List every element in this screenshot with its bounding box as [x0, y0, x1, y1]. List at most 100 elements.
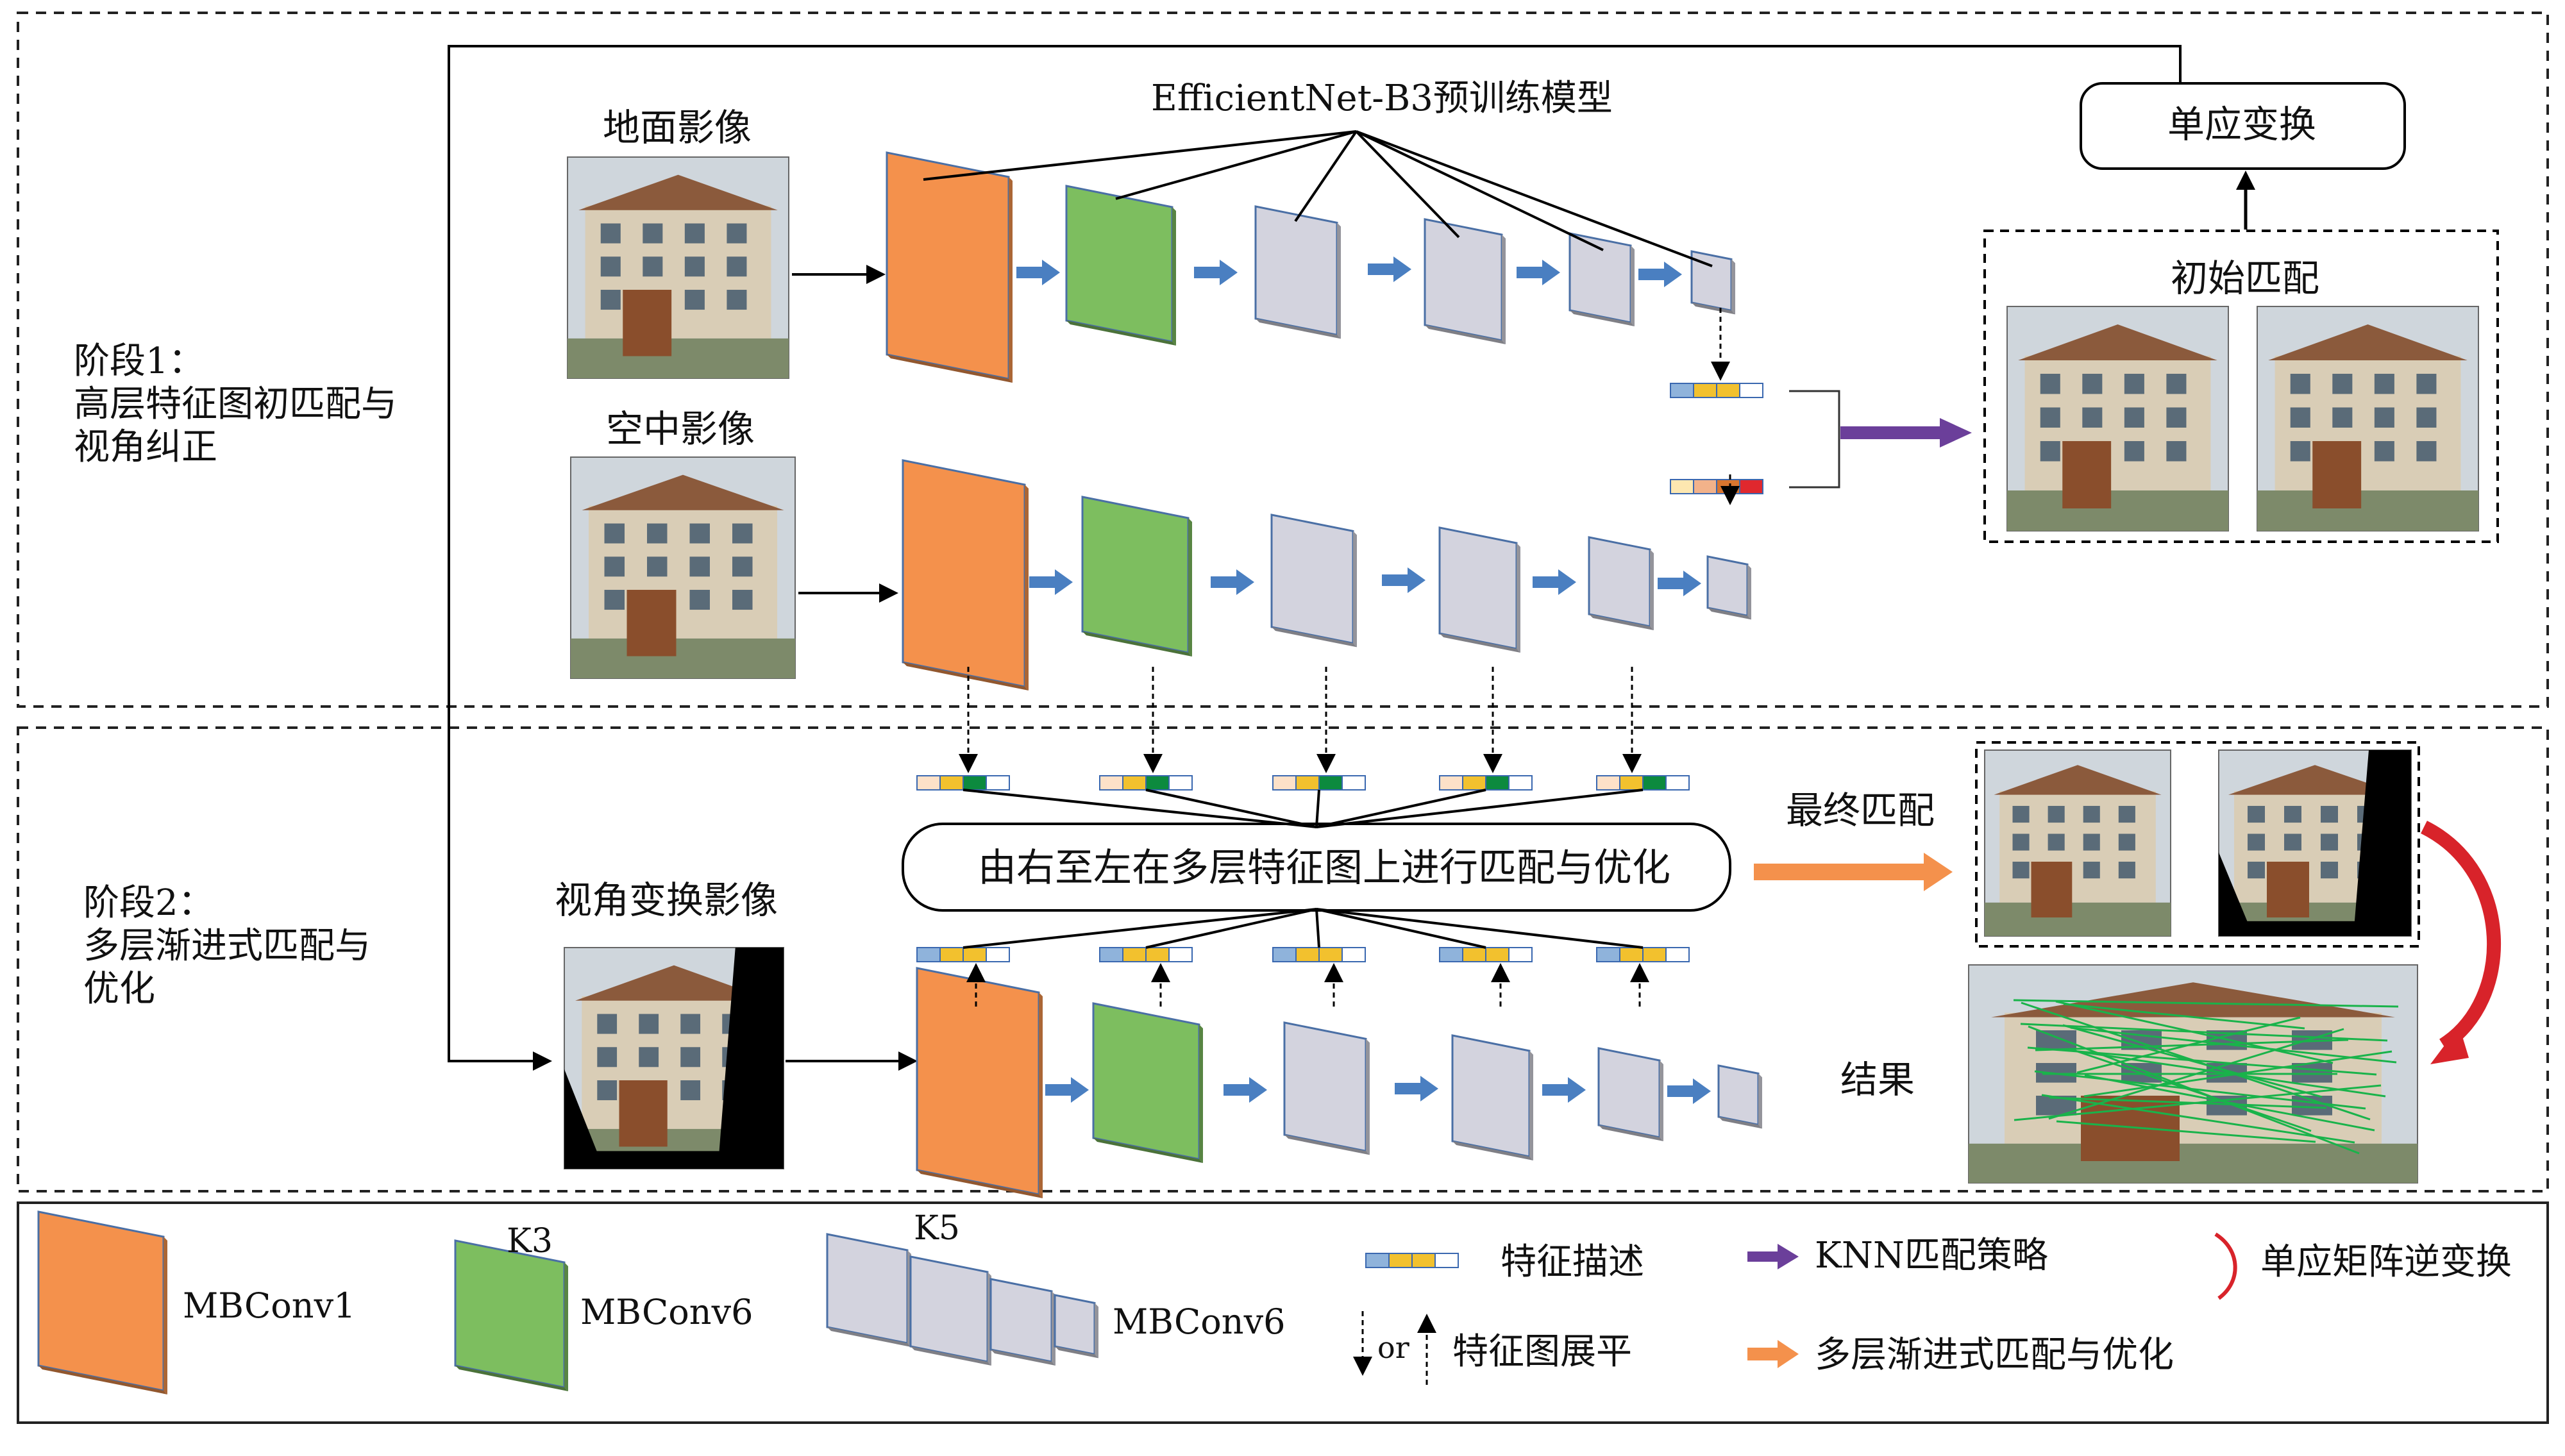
aerial-flow-arrow-2-head [1236, 569, 1254, 595]
warped-block-4-side [1529, 1051, 1533, 1160]
backbone-link-3 [1294, 130, 1358, 222]
warped-block-4-face [1451, 1034, 1531, 1158]
legend-mbconv6-k5-icon-4-bottom [1055, 1346, 1098, 1359]
warped-level-feature-3-cell [1318, 947, 1343, 962]
stage1-label-line1: 阶段1： [74, 340, 205, 382]
warped-level-feature-1-cell [939, 947, 964, 962]
ground-block-4-side [1502, 235, 1506, 344]
final-match-photo-left-window [2012, 833, 2030, 851]
final-match-photo-left-window [2012, 806, 2030, 823]
final-match-photo-left-window [2048, 833, 2065, 851]
initial-match-photo-left-window [2166, 374, 2187, 394]
initial-match-photo-right-window [2290, 407, 2310, 428]
ground-photo-window [600, 223, 621, 244]
warped-photo-mask-bottom [564, 1151, 784, 1169]
final-match-photo-right-mask-right [2353, 750, 2411, 936]
legend-mbconv6-k5-label: MBConv6 [1113, 1301, 1286, 1342]
initial-match-photo-right-window [2416, 374, 2437, 394]
initial-match-photo-left-window [2082, 374, 2103, 394]
warped-block-3-side [1366, 1039, 1370, 1155]
result-match-line [2049, 1096, 2327, 1109]
warped-block-6-bottom [1719, 1117, 1762, 1129]
initial-match-photo-right-ground [2257, 490, 2478, 531]
warped-flow-arrow-3-head [1420, 1076, 1438, 1101]
aerial-flow-arrow-1-head [1055, 569, 1073, 595]
legend-k3-label: K3 [507, 1222, 553, 1260]
warped-level-feature-2-cell [1145, 947, 1170, 962]
aerial-flow-arrow-5 [1658, 571, 1701, 596]
initial-match-photo-right-window [2374, 407, 2394, 428]
warped-block-2-bottom [1093, 1138, 1203, 1163]
ground-block-5-side [1631, 246, 1635, 326]
ground-flow-arrow-4 [1517, 260, 1560, 285]
aerial-level-feature-4-cell [1439, 775, 1463, 791]
ground-block-5 [1568, 232, 1635, 326]
warped-photo-window [639, 1047, 659, 1067]
aerial-photo-window [689, 590, 710, 610]
warped-photo-window [639, 1014, 659, 1034]
aerial-level-feature-1-cell [986, 775, 1010, 791]
legend-mbconv6-k5-icon-1 [826, 1233, 911, 1347]
warped-level-feature-1-cell [986, 947, 1010, 962]
warped-flow-arrow-1-shaft [1045, 1084, 1072, 1096]
ground-photo-window [684, 290, 705, 310]
ground-feature-vector-cell [1739, 383, 1763, 398]
aerial-block-1-side [1025, 485, 1029, 690]
result-match-line [2021, 1001, 2371, 1121]
aerial-flow-arrow-2-shaft [1211, 576, 1238, 588]
result-match-line [2070, 1026, 2397, 1064]
aerial-photo-window [604, 590, 625, 610]
warped-photo-mask-right [718, 948, 784, 1169]
aerial-flow-arrow-5-head [1683, 571, 1701, 596]
final-match-photo-right-window [2321, 862, 2338, 879]
stage2-label-line1: 阶段2： [83, 882, 214, 924]
final-match-photo-left [1984, 749, 2171, 937]
legend-mbconv6-k5-icon-2 [909, 1255, 991, 1366]
warped-block-4 [1451, 1034, 1533, 1160]
final-match-photo-right-mask-left [2219, 852, 2253, 936]
aerial-block-6-face [1706, 555, 1749, 617]
aerial-photo-window [604, 523, 625, 544]
feature-bracket [1789, 390, 1840, 489]
ground-block-6 [1690, 250, 1735, 315]
initial-match-photo-left-window [2124, 407, 2144, 428]
aerial-block-4-side [1517, 543, 1520, 653]
ground-block-1-bottom [887, 355, 1013, 383]
ground-flow-arrow-1-shaft [1016, 267, 1043, 278]
homography-box [2080, 82, 2406, 170]
final-match-photo-right [2218, 749, 2412, 937]
ground-block-3-bottom [1256, 319, 1341, 339]
aerial-block-2-face [1081, 496, 1190, 654]
stage1-label-line2: 高层特征图初匹配与 [74, 383, 397, 426]
ground-flow-arrow-1-head [1042, 260, 1060, 285]
aerial-level-feature-5-cell [1596, 775, 1620, 791]
legend-mbconv6-k5-icon-3 [989, 1278, 1055, 1366]
final-match-photo-left-window [2083, 833, 2100, 851]
aerial-feature-vector-cell [1716, 479, 1740, 494]
backbone-link-1 [923, 130, 1357, 181]
inverse-homography-arrow [2421, 821, 2502, 1051]
warped-block-1-side [1039, 992, 1043, 1198]
warped-flow-arrow-2 [1224, 1077, 1267, 1103]
ground-photo-roof [578, 174, 778, 210]
warped-photo-window [680, 1047, 701, 1067]
initial-match-photo-left-window [2040, 407, 2060, 428]
backbone-link-5 [1356, 130, 1604, 251]
ground-image-label: 地面影像 [603, 106, 752, 149]
ground-block-6-bottom [1692, 303, 1735, 315]
result-match-line [2055, 1000, 2334, 1064]
legend-mbconv6-k3-icon-bottom [455, 1366, 568, 1391]
aerial-flow-arrow-2 [1211, 569, 1254, 595]
aerial-level-feature-3-cell [1318, 775, 1343, 791]
ground-feature-vector [1670, 383, 1763, 398]
initial-match-photo-right-window [2332, 374, 2353, 394]
initial-match-frame [1983, 230, 2499, 543]
warped-block-6-face [1717, 1064, 1760, 1126]
stage2-label-line3: 优化 [83, 968, 155, 1010]
result-match-line [2013, 999, 2399, 1008]
final-match-photo-left-window [2012, 862, 2030, 879]
warped-photo-gate [619, 1080, 668, 1147]
result-match-line [2041, 1094, 2355, 1144]
warped-level-feature-4-cell [1462, 947, 1486, 962]
